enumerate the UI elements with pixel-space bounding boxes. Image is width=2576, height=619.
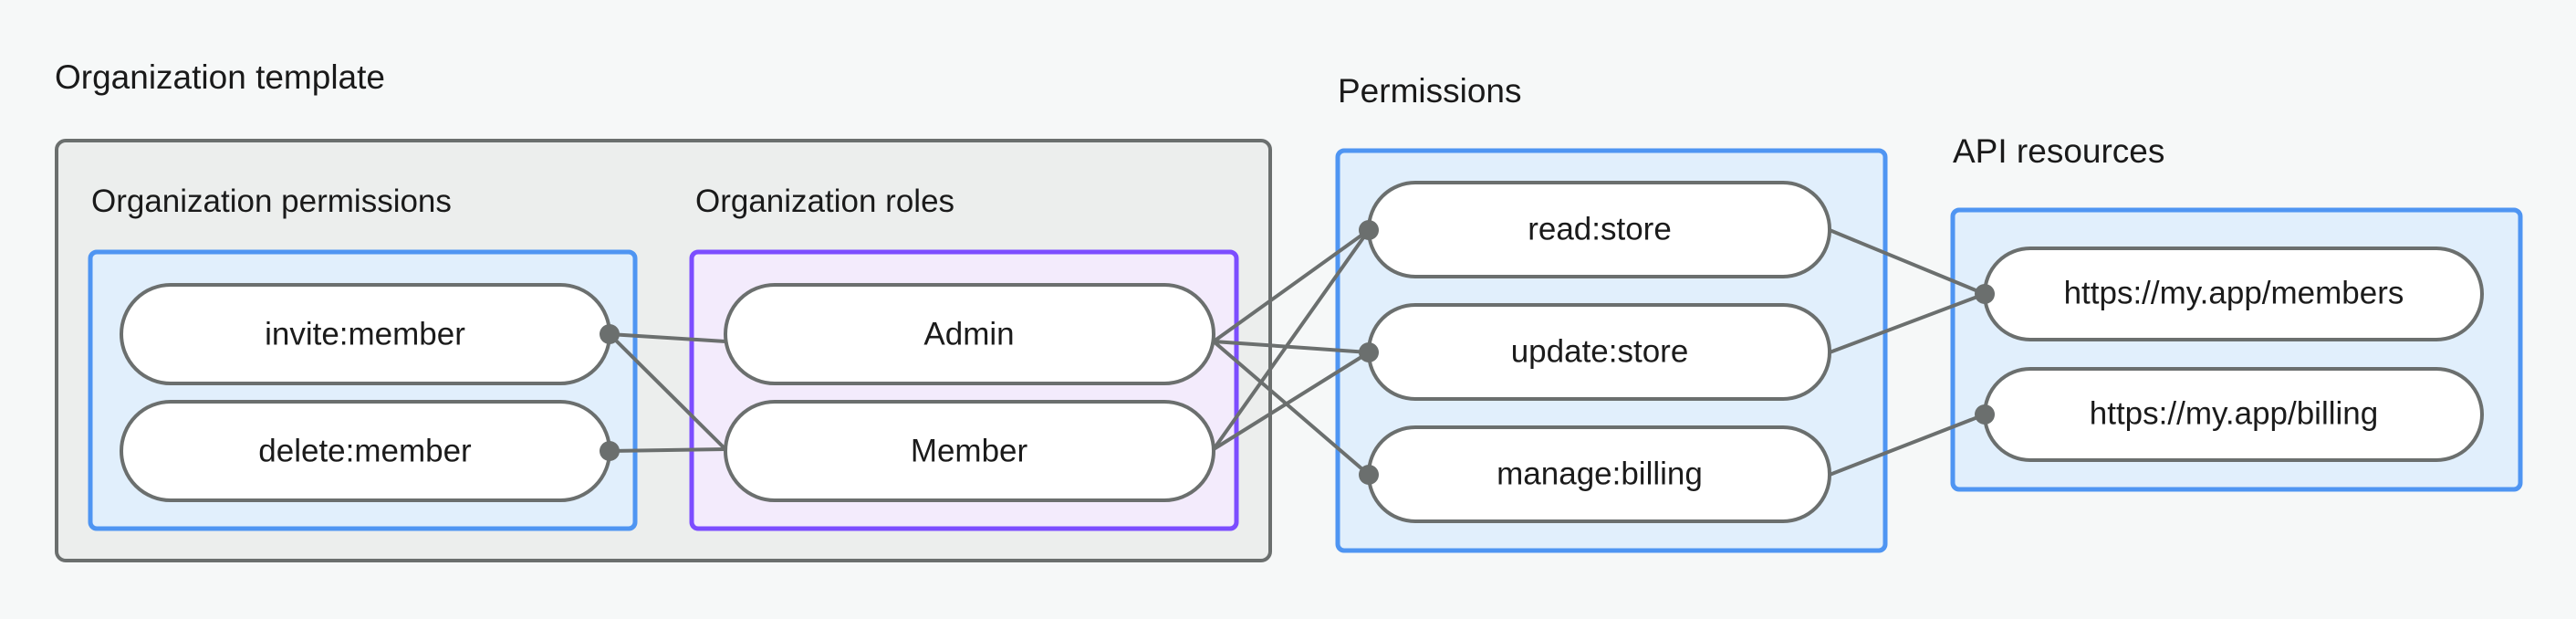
node-shape-member[interactable] [724,400,1215,502]
edge-manage-billing-to-api-billing [1829,413,1986,477]
node-label-api-members: https://my.app/members [2064,275,2404,310]
edge-member-to-read-store [1212,228,1371,451]
node-update-store[interactable]: update:store [1367,303,1831,401]
node-label-update-store: update:store [1511,333,1689,369]
edge-member-to-update-store [1212,351,1371,451]
node-delete-member[interactable]: delete:member [120,400,611,502]
node-label-read-store: read:store [1528,211,1672,247]
node-label-admin: Admin [923,316,1014,351]
edge-update-store-to-api-members [1829,292,1986,354]
subgroup-title-organization-permissions: Organization permissions [91,184,452,219]
subgroup-title-organization-roles: Organization roles [695,184,954,219]
edge-invite-member-to-member [608,332,727,451]
group-title-permissions: Permissions [1338,72,1522,110]
node-member[interactable]: Member [724,400,1215,502]
connector-dot-invite-member [600,324,620,344]
node-invite-member[interactable]: invite:member [120,283,611,385]
connector-dot-read-store [1359,220,1379,240]
edge-admin-to-read-store [1212,228,1371,343]
edge-invite-member-to-admin [609,332,726,343]
group-title-api-resources: API resources [1953,132,2164,170]
node-label-api-billing: https://my.app/billing [2090,395,2378,431]
node-admin[interactable]: Admin [724,283,1215,385]
connector-dot-manage-billing [1359,465,1379,485]
node-manage-billing[interactable]: manage:billing [1367,425,1831,523]
edge-delete-member-to-member [609,447,726,453]
node-label-invite-member: invite:member [265,316,465,351]
node-label-delete-member: delete:member [258,433,472,468]
node-read-store[interactable]: read:store [1367,181,1831,278]
edge-read-store-to-api-members [1829,228,1986,296]
connector-dot-api-billing [1975,404,1995,425]
edge-admin-to-manage-billing [1212,340,1371,477]
edge-layer [608,228,1986,477]
group-title-organization-template: Organization template [55,58,385,96]
node-label-manage-billing: manage:billing [1497,456,1703,491]
connector-dot-delete-member [600,441,620,461]
edge-admin-to-update-store [1213,340,1370,354]
connector-dot-api-members [1975,284,1995,304]
node-api-members[interactable]: https://my.app/members [1983,247,2484,341]
connector-dot-update-store [1359,342,1379,362]
node-api-billing[interactable]: https://my.app/billing [1983,367,2484,462]
node-label-member: Member [911,433,1028,468]
node-shape-admin[interactable] [724,283,1215,385]
connector-dot-layer [600,220,1995,485]
